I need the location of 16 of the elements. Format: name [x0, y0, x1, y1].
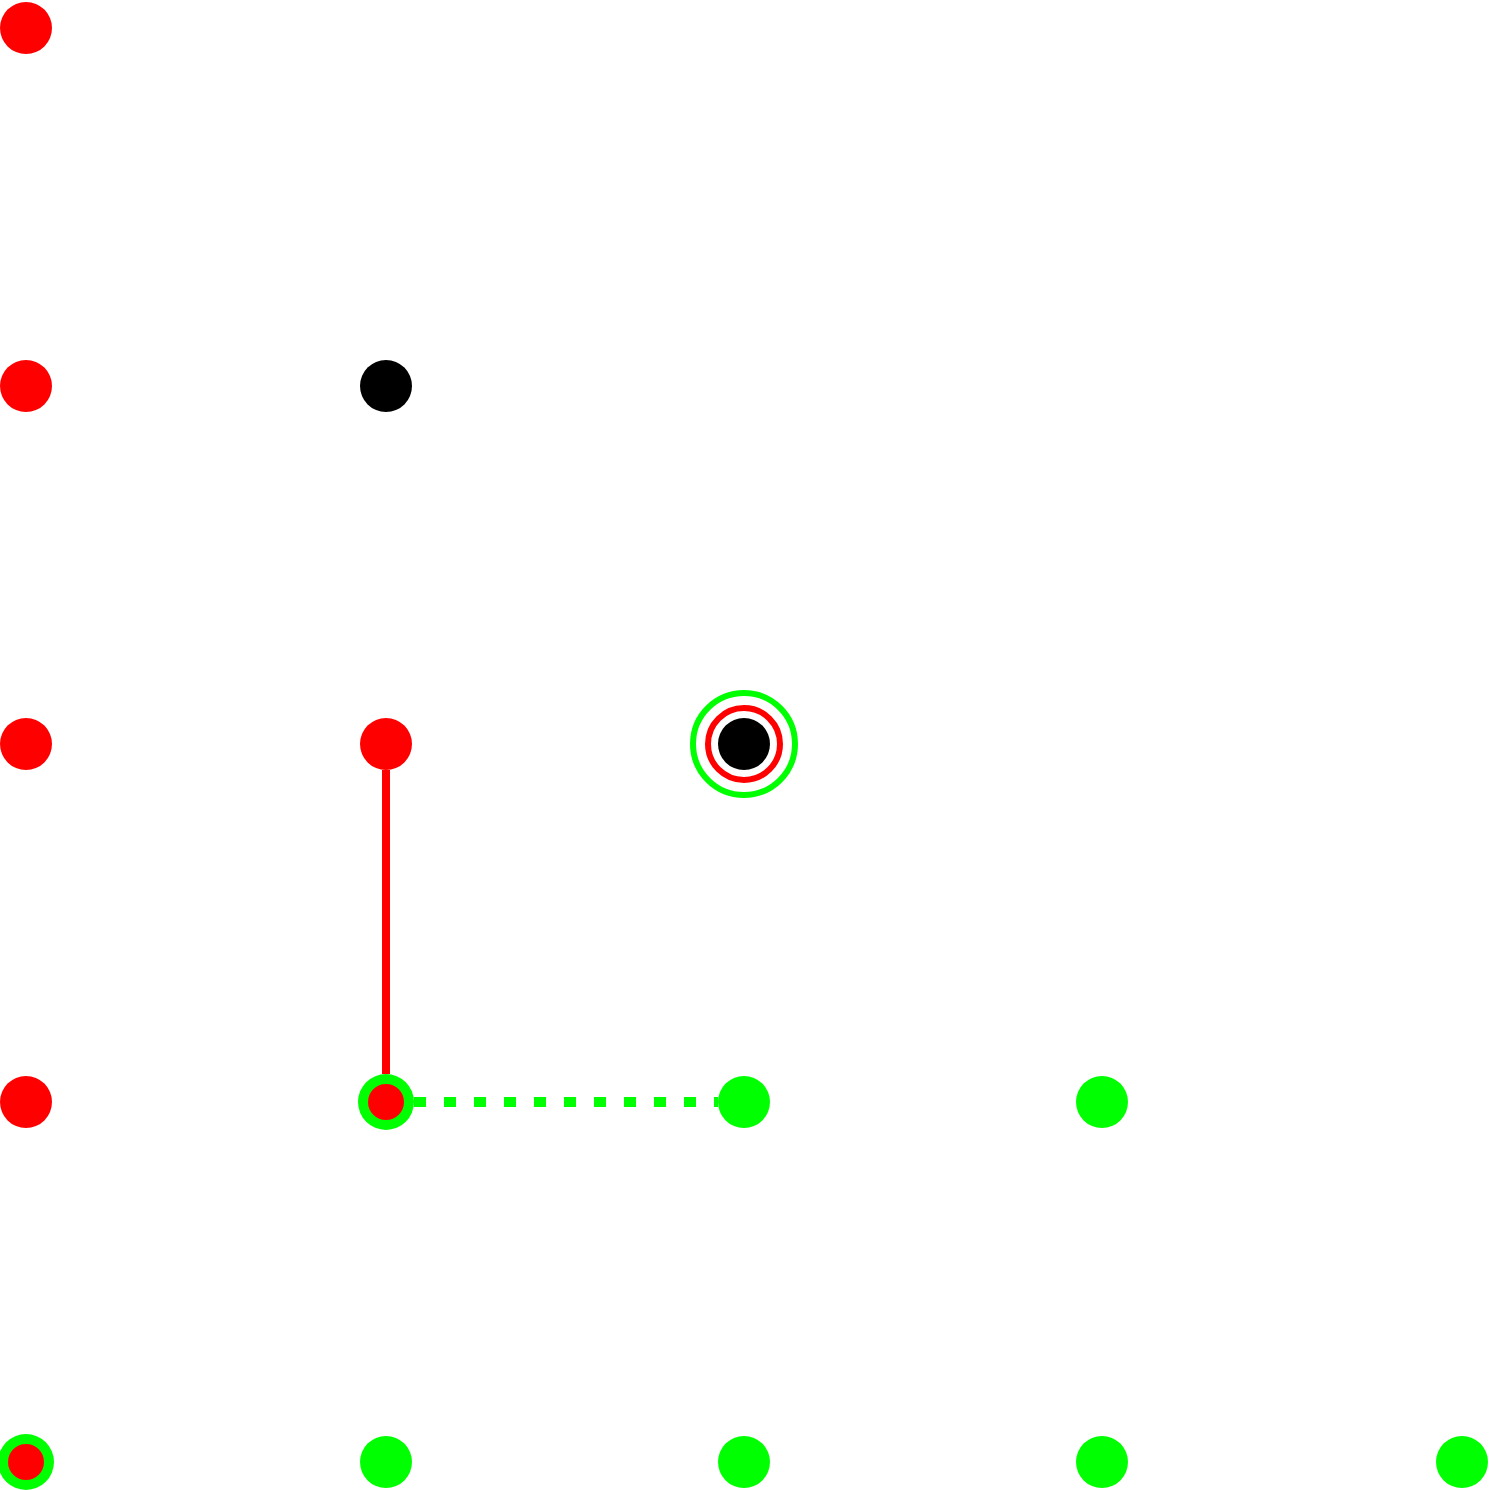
dot	[0, 360, 52, 412]
dot	[1076, 1076, 1128, 1128]
dot	[0, 718, 52, 770]
ringed-dot	[358, 1074, 414, 1130]
target-marker	[690, 690, 798, 798]
dot	[360, 360, 412, 412]
dotted-line	[414, 1097, 718, 1107]
dot	[0, 2, 52, 54]
dot	[360, 1436, 412, 1488]
dot	[718, 1436, 770, 1488]
dot	[360, 718, 412, 770]
line	[382, 770, 390, 1074]
dot	[1436, 1436, 1488, 1488]
dot	[718, 1076, 770, 1128]
dot	[1076, 1436, 1128, 1488]
dot	[0, 1076, 52, 1128]
